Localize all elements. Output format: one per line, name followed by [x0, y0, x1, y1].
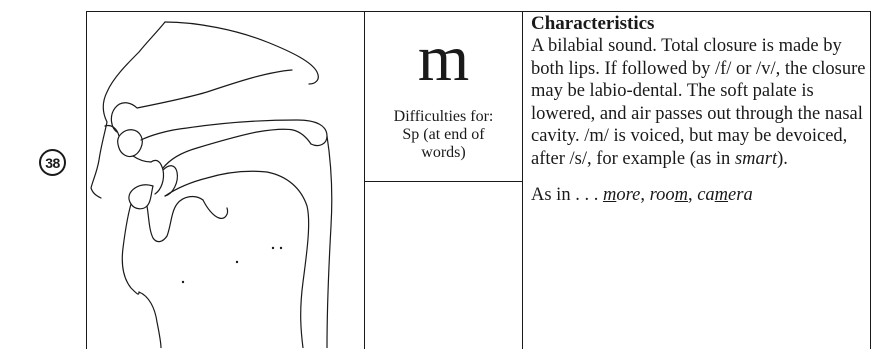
phoneme-cell: m Difficulties for: Sp (at end of words) — [365, 12, 522, 181]
phoneme-symbol: m — [417, 22, 470, 95]
as-in-label: As in . . . — [531, 184, 599, 205]
characteristics-cell: Characteristics A bilabial sound. Total … — [531, 12, 867, 206]
example-word-1: more — [603, 185, 640, 205]
row-divider — [364, 181, 522, 182]
example-3-post: era — [728, 184, 753, 205]
characteristics-example-word: smart — [734, 148, 778, 169]
examples-line: As in . . . more, room, camera — [531, 184, 867, 206]
characteristics-body-text: A bilabial sound. Total closure is made … — [531, 36, 866, 169]
characteristics-body: A bilabial sound. Total closure is made … — [531, 35, 867, 171]
characteristics-body-end: ). — [777, 148, 788, 169]
difficulties-note: Difficulties for: Sp (at end of words) — [365, 108, 522, 162]
difficulties-line-3: words) — [421, 144, 466, 161]
page-number: 38 — [45, 154, 60, 171]
example-word-2: room — [650, 185, 688, 205]
page-number-badge: 38 — [39, 149, 66, 176]
column-divider-1 — [364, 11, 365, 349]
example-2-underlined: m — [674, 184, 688, 205]
table-frame — [86, 11, 871, 349]
example-separator-2: , — [687, 184, 698, 205]
example-1-post: ore — [616, 184, 641, 205]
characteristics-heading: Characteristics — [531, 13, 655, 34]
example-2-pre: roo — [649, 184, 675, 205]
example-word-3: camera — [697, 185, 753, 205]
example-1-underlined: m — [602, 184, 617, 205]
difficulties-line-1: Difficulties for: — [393, 108, 494, 125]
column-divider-2 — [522, 11, 523, 349]
vocal-tract-cross-section-icon — [90, 21, 333, 349]
difficulties-line-2: Sp (at end of — [402, 126, 485, 143]
example-3-underlined: m — [714, 184, 729, 205]
example-separator-1: , — [640, 184, 650, 205]
example-3-pre: ca — [697, 184, 715, 205]
vocal-tract-diagram — [87, 12, 363, 349]
